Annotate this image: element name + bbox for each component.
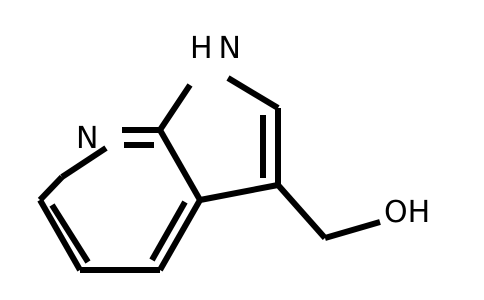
bond-c3a-c7a — [157, 128, 203, 202]
bond-c11-c3a-double — [149, 200, 188, 262]
atom-labels: N H N OH — [76, 31, 430, 230]
atom-label-pyrrole-nh: H N — [190, 31, 241, 66]
bond-c11-c3a — [157, 198, 203, 272]
bond-c9-c10 — [37, 198, 83, 272]
bond-ch2-o — [324, 219, 381, 241]
bonds — [37, 75, 381, 273]
bond-c3-ch2 — [275, 183, 328, 240]
bond-c7a-n1 — [157, 83, 193, 132]
bond-c3-c3a — [199, 182, 279, 203]
bond-c8-c9 — [37, 174, 65, 203]
bond-n7-c8 — [60, 145, 108, 180]
atom-label-pyridine-n: N — [76, 121, 98, 156]
bond-c9-c10-double — [49, 203, 91, 264]
bond-n1-c2 — [226, 75, 280, 111]
atom-label-hydroxyl: OH — [384, 195, 430, 230]
